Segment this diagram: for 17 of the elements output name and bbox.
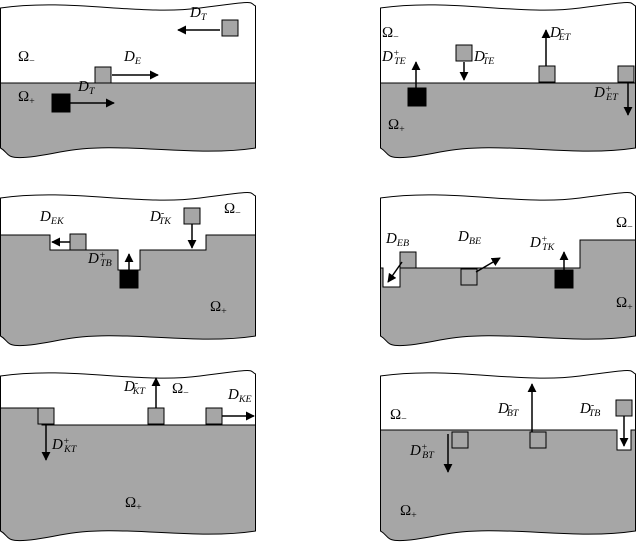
region-label: Ω$_{+}$ (18, 90, 35, 105)
coefficient-label: D$_{EK}$ (40, 210, 64, 225)
region-label: Ω$_{−}$ (18, 50, 35, 65)
region-label: Ω$_{−}$ (382, 26, 399, 41)
coefficient-label: D$_{E}$ (124, 50, 141, 65)
region-label: Ω$_{−}$ (224, 202, 241, 217)
coefficient-label: D$_{EB}$ (386, 232, 410, 247)
region-label: Ω$_{+}$ (400, 504, 417, 519)
region-label: Ω$_{−}$ (616, 216, 633, 231)
coefficient-label: D$_{KE}$ (228, 388, 252, 403)
region-label: Ω$_{−}$ (390, 408, 407, 423)
region-label: Ω$_{−}$ (172, 382, 189, 397)
region-label: Ω$_{+}$ (210, 300, 227, 315)
coefficient-label: D$_{BE}$ (458, 230, 482, 245)
region-label: Ω$_{+}$ (388, 118, 405, 133)
region-label: Ω$_{+}$ (125, 496, 142, 511)
region-label: Ω$_{+}$ (616, 296, 633, 311)
